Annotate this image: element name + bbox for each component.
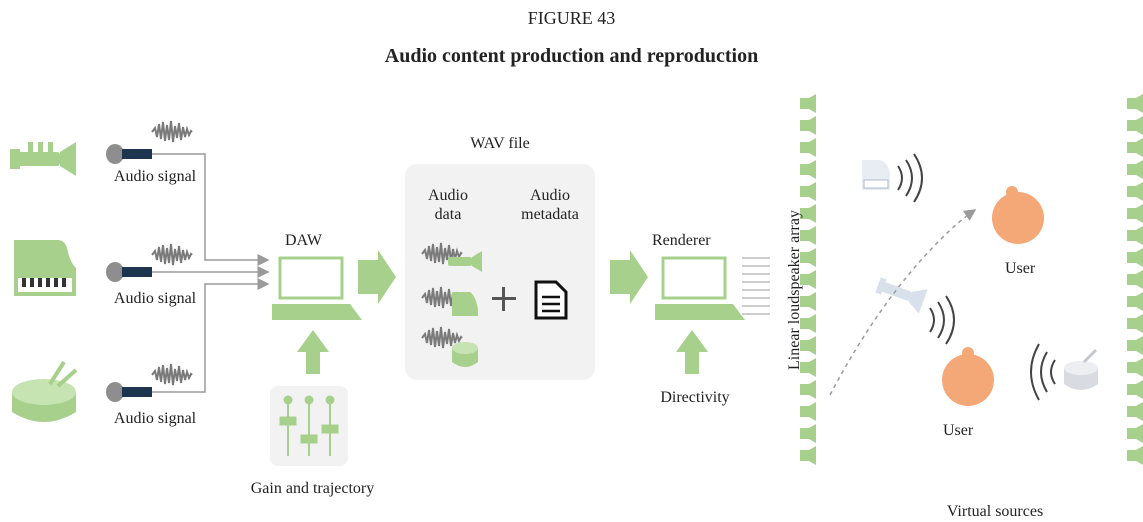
loudspeaker-icon — [1127, 160, 1143, 179]
loudspeaker-icon — [1127, 358, 1143, 377]
virtual-sources-label: Virtual sources — [946, 503, 1044, 520]
wav-file-panel — [405, 164, 595, 380]
renderer-output-lines — [742, 257, 770, 315]
loudspeaker-icon — [800, 380, 816, 399]
signal-connectors — [152, 153, 270, 393]
trumpet-icon — [10, 142, 76, 176]
microphone-icon — [106, 382, 152, 402]
microphone-icon — [106, 144, 152, 164]
user-label: User — [943, 422, 974, 439]
audio-signal-label: Audio signal — [113, 410, 197, 427]
loudspeaker-icon — [1127, 402, 1143, 421]
loudspeaker-icon — [800, 160, 816, 179]
wav-to-renderer-arrow — [610, 250, 648, 304]
loudspeaker-icon — [1127, 424, 1143, 443]
audio-data-icons — [421, 242, 482, 367]
audio-metadata-label: Audio — [530, 187, 570, 204]
audio-data-label: data — [434, 206, 462, 223]
virtual-trumpet-icon — [875, 277, 928, 314]
loudspeaker-icon — [1127, 116, 1143, 135]
loudspeaker-icon — [1127, 182, 1143, 201]
loudspeaker-icon — [1127, 314, 1143, 333]
loudspeaker-icon — [1127, 336, 1143, 355]
waveform-icon — [151, 243, 193, 266]
document-icon — [534, 280, 568, 320]
mixer-faders-icon — [279, 395, 339, 456]
loudspeaker-array-right — [1127, 94, 1143, 465]
loudspeaker-icon — [800, 402, 816, 421]
loudspeaker-icon — [1127, 226, 1143, 245]
loudspeaker-icon — [800, 138, 816, 157]
audio-metadata-label: metadata — [521, 206, 579, 223]
figure-number: FIGURE 43 — [527, 8, 616, 28]
gain-up-arrow — [297, 330, 329, 374]
microphone-icon — [106, 262, 152, 282]
audio-data-label: Audio — [428, 187, 468, 204]
loudspeaker-icon — [1127, 446, 1143, 465]
loudspeaker-icon — [1127, 204, 1143, 223]
figure-title: Audio content production and reproductio… — [384, 45, 759, 67]
drum-icon — [12, 360, 78, 422]
waveform-icon — [151, 363, 193, 386]
loudspeaker-icon — [800, 446, 816, 465]
directivity-up-arrow — [676, 330, 708, 374]
loudspeaker-icon — [1127, 138, 1143, 157]
virtual-piano-icon — [862, 160, 890, 190]
loudspeaker-icon — [800, 424, 816, 443]
daw-laptop-icon — [270, 256, 364, 322]
waveform-icon — [151, 120, 193, 143]
loudspeaker-icon — [1127, 292, 1143, 311]
loudspeaker-icon — [1127, 270, 1143, 289]
loudspeaker-icon — [800, 116, 816, 135]
user-head-icon — [942, 186, 1044, 406]
wav-file-label: WAV file — [470, 135, 530, 152]
user-label: User — [1005, 260, 1036, 277]
daw-label: DAW — [285, 232, 322, 249]
sound-wave-arcs-icon — [897, 153, 1056, 401]
daw-to-wav-arrow — [358, 250, 396, 304]
renderer-laptop-icon — [653, 256, 747, 322]
loudspeaker-icon — [800, 94, 816, 113]
loudspeaker-icon — [800, 182, 816, 201]
audio-signal-label: Audio signal — [113, 168, 197, 185]
gain-trajectory-label: Gain and trajectory — [250, 480, 375, 497]
renderer-label: Renderer — [652, 232, 711, 249]
loudspeaker-icon — [1127, 94, 1143, 113]
loudspeaker-icon — [1127, 380, 1143, 399]
piano-icon — [14, 240, 76, 296]
audio-signal-label: Audio signal — [113, 290, 197, 307]
speaker-array-label: Linear loudspeaker array — [786, 210, 803, 370]
plus-icon — [492, 287, 516, 311]
loudspeaker-icon — [1127, 248, 1143, 267]
directivity-label: Directivity — [660, 389, 730, 406]
trajectory-path — [829, 209, 977, 396]
virtual-drum-icon — [1064, 348, 1098, 390]
